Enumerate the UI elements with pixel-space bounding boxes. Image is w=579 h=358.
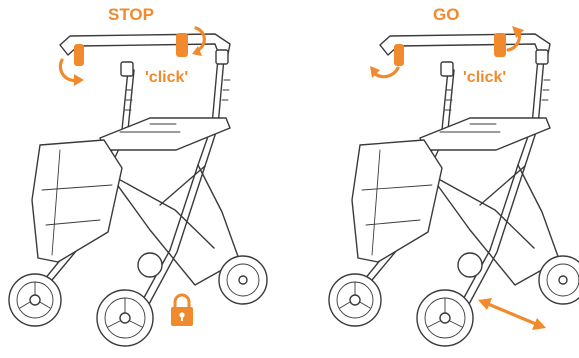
- double-arrow-icon: [478, 298, 546, 330]
- click-sound-label-stop: 'click': [145, 69, 188, 86]
- brake-clip-right: [176, 33, 188, 57]
- brake-clip-right-go: [494, 33, 506, 57]
- rotate-up-arrow-left-icon: [370, 66, 398, 78]
- brake-clip-left-go: [394, 44, 404, 66]
- padlock-icon: [171, 295, 193, 326]
- brake-clip-left: [74, 44, 84, 66]
- stop-heading: STOP: [108, 5, 154, 24]
- go-heading: GO: [433, 5, 459, 24]
- go-panel: GO 'click': [329, 5, 579, 346]
- rollator-drawing-stop: [9, 34, 267, 346]
- stop-panel: STOP 'click': [9, 5, 267, 346]
- rollator-drawing-go: [329, 34, 579, 346]
- click-sound-label-go: 'click': [463, 69, 506, 86]
